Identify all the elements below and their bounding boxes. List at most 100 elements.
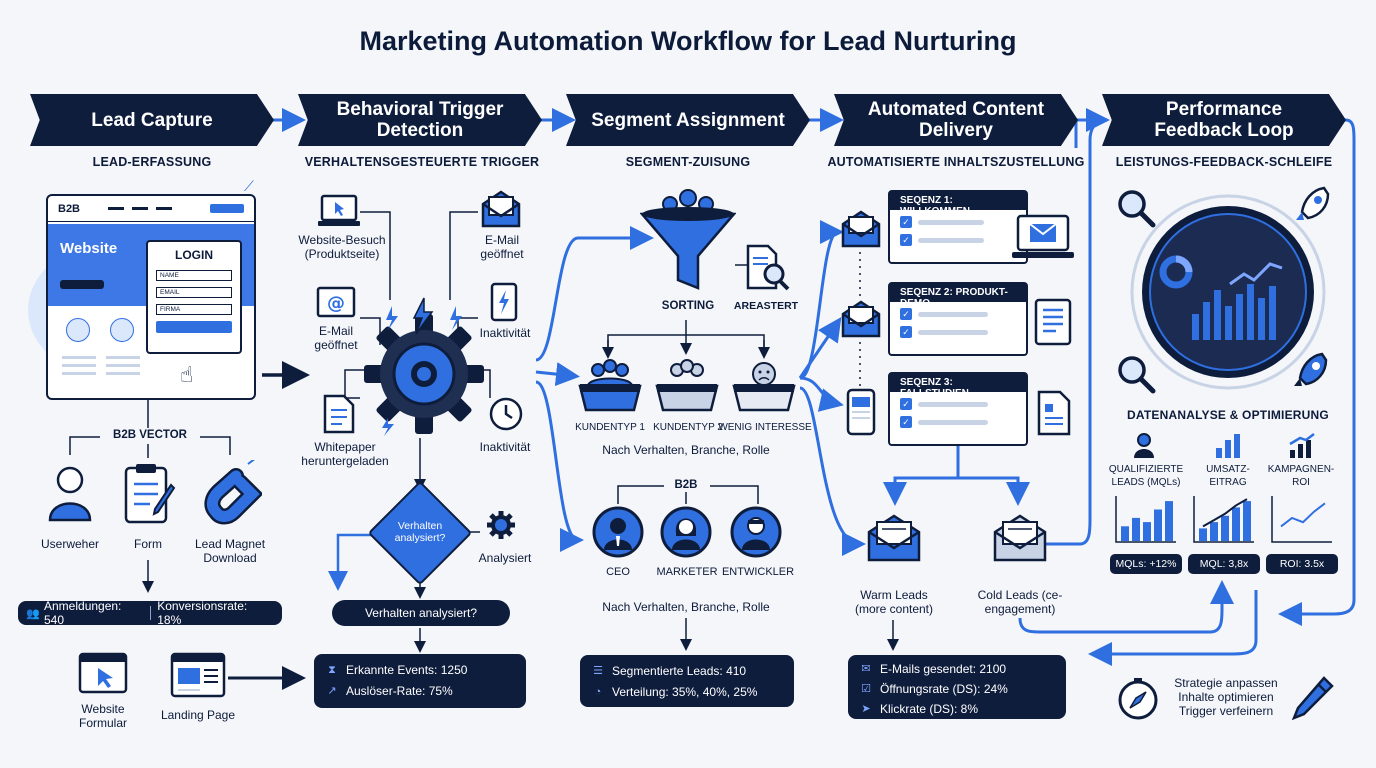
areastert-label: AREASTERT [733,300,799,312]
kpi-chart-revenue [1193,496,1254,543]
analysed-label: Analysiert [478,551,532,565]
pie-icon: ◔ [594,686,602,698]
signups-stat: Anmeldungen: 540 [44,599,122,627]
b2b-vector-label: B2B VECTOR [113,429,187,441]
cursor-hand-icon: ☝ [180,362,194,387]
criteria-top-label: Nach Verhalten, Branche, Rolle [602,443,770,457]
case-study-document-icon [1037,390,1071,436]
text-line [106,356,140,359]
low-interest-bin [732,362,796,412]
user-icon [48,466,92,522]
warm-lead-email-icon [867,514,921,562]
stage-sub-trigger: VERHALTENSGESTEUERTE TRIGGER [304,155,540,169]
mobile-lightning-icon [490,282,518,322]
kpi-chart-axis [1271,496,1332,543]
rocket-bottom-icon [1294,352,1328,386]
company-field[interactable]: FIRMA [156,304,232,315]
metric-mqls: MQLs: +12% [1110,554,1182,574]
kpi-bar [1199,528,1207,541]
kpi-label-revenue: UMSATZ-EITRAG [1206,464,1250,488]
inactivity-bottom-label: Inaktivität [479,440,531,454]
kpi-bar [1154,509,1162,541]
checklist-row: ✓ [900,308,1016,320]
cog-small-icon [487,511,515,539]
nav-line [108,207,125,210]
sequence-3-card: SEQENZ 3: FALLSTUDIEN ✓ ✓ [888,372,1028,446]
kpi-trend-line [1202,498,1248,528]
marketer-label: MARKETER [656,566,718,578]
website-form-label: Website Formular [78,702,127,730]
nav-button[interactable] [210,204,244,213]
stage-sub-delivery: AUTOMATISIERTE INHALTSZUSTELLUNG [827,155,1085,169]
low-interest-label: WENIG INTERESSE [718,422,812,433]
stage-header-lead-capture: Lead Capture [30,94,274,146]
email-field[interactable]: EMAIL [156,287,232,298]
document-search-icon [746,244,790,291]
kpi-chart-axis [1193,496,1254,543]
users-icon: 👥 [26,607,40,620]
gear-icon [364,297,484,436]
kpi-bar [1210,522,1218,541]
form-clipboard-icon [124,464,176,524]
avatar-icon [66,318,90,342]
email-open-icon [481,190,521,228]
conversion-stat: Konversionsrate: 18% [157,599,248,627]
kpi-label-mqls: QUALIFIZIERTE LEADS (MQLs) [1108,464,1184,488]
nav-line [156,207,173,210]
page-title: Marketing Automation Workflow for Lead N… [359,26,1017,56]
whitepaper-label: Whitepaper heruntergeladen [301,440,389,468]
criteria-bottom-label: Nach Verhalten, Branche, Rolle [602,600,770,614]
user-label: Userweher [40,537,100,551]
kpi-bar [1121,526,1129,541]
tablet-document-icon [1034,298,1072,346]
text-line [106,364,140,367]
cold-lead-email-icon [993,514,1047,562]
name-field[interactable]: NAME [156,270,232,281]
kpi-bar [1143,522,1151,541]
checklist-row: ✓ [900,216,1016,228]
stage-header-segment-assignment: Segment Assignment [566,94,810,146]
emails-sent-stat: E-Mails gesendet: 2100 [880,662,1007,676]
kpi-chart-mqls [1115,496,1176,543]
stage-sub-segment: SEGMENT-ZUISUNG [625,155,751,169]
stage-sub-feedback: LEISTUNGS-FEEDBACK-SCHLEIFE [1115,155,1333,169]
delivery-stats-box: ✉E-Mails gesendet: 2100 ☑Öffnungsrate (D… [848,655,1066,719]
pencil-icon [1291,676,1334,720]
checklist-row: ✓ [900,326,1016,338]
stage-header-feedback-loop: Performance Feedback Loop [1102,94,1346,146]
inactivity-top-label: Inaktivität [479,326,531,340]
email-1-icon [841,210,881,248]
customer-type-1-label: KUNDENTYP 1 [575,422,645,433]
text-line [106,372,140,375]
hero-button[interactable] [60,280,104,289]
website-form-icon [78,652,128,694]
nav-line [132,207,149,210]
segment-stats-box: ☰Segmentierte Leads: 410 ◔Verteilung: 35… [580,655,794,707]
login-title: LOGIN [175,248,213,262]
click-cursor-icon: ➤ [861,703,871,715]
svg-text:@: @ [327,293,345,314]
email-2-icon [841,300,881,338]
stage-header-trigger-detection: Behavioral Trigger Detection [298,94,542,146]
developer-label: ENTWICKLER [721,566,795,578]
website-hero-label: Website [60,240,118,257]
stage-header-content-delivery: Automated Content Delivery [834,94,1078,146]
text-line [62,356,96,359]
b2b-segment-label: B2B [674,479,698,491]
submit-button[interactable] [156,321,232,333]
search-bottom-icon [1118,356,1156,394]
badge-icon [110,318,134,342]
data-analysis-label: DATENANALYSE & OPTIMIERUNG [1127,408,1329,422]
open-rate-stat: Öffnungsrate (DS): 24% [880,682,1008,696]
form-label: Form [134,537,162,551]
decision-diamond-label: Verhalten analysiert? [394,520,446,544]
email-opened-left-label: E-Mail geöffnet [314,324,358,352]
kpi-icon-bars [1216,434,1240,458]
note-strategy: Strategie anpassen [1174,676,1278,690]
laptop-cursor-icon [318,194,360,226]
customer-type-2-bin [655,359,719,412]
customer-type-1-bin [578,359,642,412]
landing-page-label: Landing Page [160,708,236,722]
email-opened-right-label: E-Mail geöffnet [480,233,524,261]
